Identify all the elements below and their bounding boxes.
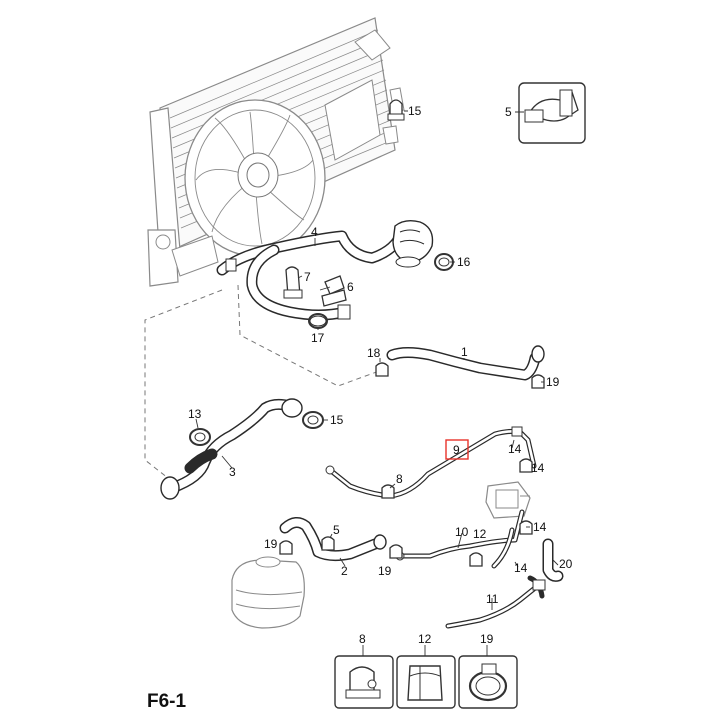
lower-radiator-hose-part-3 (160, 398, 303, 500)
clip-part-19-left (279, 540, 293, 555)
callout-part-14-a: 14 (508, 442, 522, 456)
clamp-part-16 (434, 253, 454, 271)
clip-part-15-upper (387, 99, 408, 121)
callout-part-9: 9 (453, 443, 460, 457)
expansion-tank (231, 556, 305, 629)
callout-part-8: 8 (396, 472, 403, 486)
detail-box-part-19 (458, 655, 518, 709)
detail-box-part-12 (396, 655, 456, 709)
clamp-part-15-lower (302, 411, 324, 429)
clip-part-14-lower-right (519, 520, 533, 535)
clamp-part-13 (189, 428, 211, 446)
page-code: F6-1 (147, 691, 187, 712)
part-9-highlight (445, 439, 469, 460)
callout-part-17: 17 (311, 331, 325, 345)
callout-part-6: 6 (347, 280, 354, 294)
clip-part-19-center (389, 544, 403, 559)
callout-part-14-b: 14 (531, 461, 545, 475)
callout-part-16: 16 (457, 255, 471, 269)
callout-part-11: 11 (486, 592, 499, 606)
callout-part-20: 20 (559, 557, 573, 571)
bracket-part-6 (321, 275, 347, 307)
coolant-pipe-part-1 (386, 345, 545, 381)
leader-lines (195, 238, 559, 656)
radiator-fan-assembly (147, 17, 405, 287)
callout-part-1: 1 (461, 345, 468, 359)
callout-part-19: 19 (546, 375, 560, 389)
hose-part-20 (542, 538, 564, 582)
callout-part-4: 4 (311, 225, 318, 239)
coolant-line-part-10 (395, 509, 525, 569)
callout-part-12-small: 12 (473, 527, 487, 541)
callout-part-14-c: 14 (533, 520, 547, 534)
callout-part-19-left: 19 (264, 537, 278, 551)
callout-part-8-box: 8 (359, 632, 366, 646)
callout-part-5-lower: 5 (333, 523, 340, 537)
clip-part-8-mid (381, 484, 395, 499)
clip-part-5-lower (321, 536, 335, 551)
callout-part-14-d: 14 (514, 561, 528, 575)
callout-part-13: 13 (188, 407, 202, 421)
callout-part-15-lower: 15 (330, 413, 344, 427)
callout-part-10: 10 (455, 525, 469, 539)
assembly-outline (144, 284, 383, 479)
callout-part-19-box: 19 (480, 632, 494, 646)
heater-valve-unit (485, 481, 531, 519)
coolant-line-part-11 (445, 575, 546, 629)
clip-part-19-upper (531, 374, 545, 389)
clip-part-14-bottom (469, 552, 483, 567)
callout-labels: 15 5 4 7 6 16 17 18 1 19 13 15 3 9 14 14… (188, 104, 573, 646)
callout-part-2: 2 (341, 564, 348, 578)
callout-part-7: 7 (304, 270, 311, 284)
callout-part-12-box: 12 (418, 632, 432, 646)
detail-box-part-8 (334, 655, 394, 709)
coolant-hose-part-2 (279, 517, 387, 562)
callout-part-3: 3 (229, 465, 236, 479)
callout-part-15: 15 (408, 104, 422, 118)
bracket-part-7 (283, 266, 303, 299)
callout-part-5: 5 (505, 105, 512, 119)
detail-box-part-5 (515, 82, 586, 144)
callout-part-18: 18 (367, 346, 381, 360)
callout-part-19-center: 19 (378, 564, 392, 578)
clip-part-14-mid (519, 458, 533, 473)
clip-part-18 (375, 362, 389, 377)
